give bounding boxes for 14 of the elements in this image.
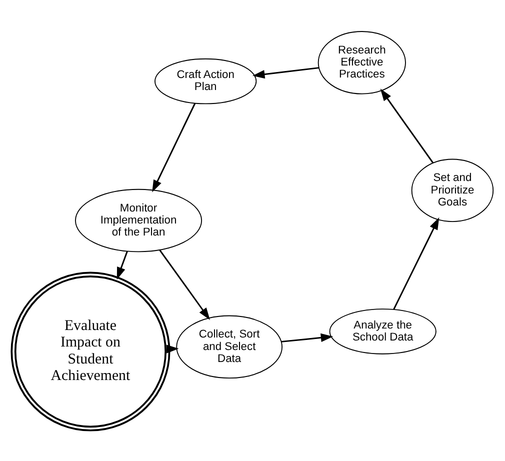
arrow — [116, 250, 128, 280]
arrow — [166, 344, 179, 353]
arrow — [252, 66, 319, 78]
arrow — [152, 102, 196, 192]
node-ellipse: Craft Action Plan — [154, 58, 257, 104]
node-ellipse: Collect, Sort and Select Data — [176, 314, 282, 378]
node-ellipse: Monitor Implementation of the Plan — [75, 188, 202, 252]
node-ellipse: Analyze the School Data — [329, 308, 436, 354]
arrow — [380, 88, 434, 163]
arrow — [158, 248, 210, 320]
node-ellipse: Research Effective Practices — [318, 30, 406, 94]
node-ellipse: Set and Prioritize Goals — [411, 158, 494, 222]
arrow — [393, 216, 440, 310]
arrow — [281, 332, 334, 342]
